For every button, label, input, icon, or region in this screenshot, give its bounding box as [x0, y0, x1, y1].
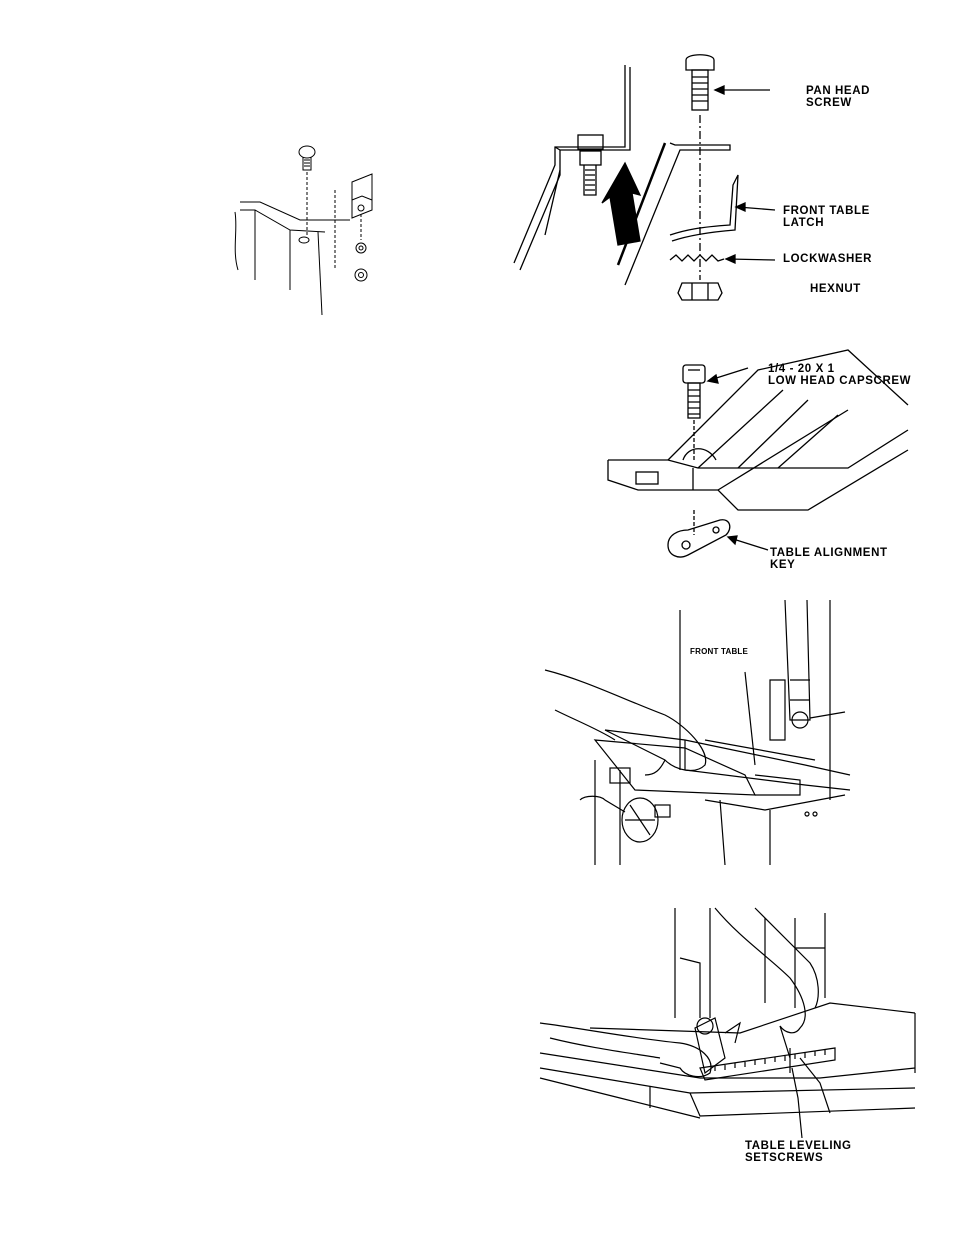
bracket-assembly-drawing: [230, 140, 390, 320]
table-leveling-drawing: [540, 908, 915, 1168]
table-alignment-key-label: TABLE ALIGNMENT KEY: [770, 547, 888, 571]
pan-head-screw-label: PAN HEAD SCREW: [806, 85, 870, 109]
table-leveling-figure: TABLE LEVELING SETSCREWS: [540, 908, 915, 1168]
table-leveling-setscrews-label: TABLE LEVELING SETSCREWS: [745, 1140, 852, 1164]
table-alignment-figure: 1/4 - 20 X 1 LOW HEAD CAPSCREW TABLE ALI…: [608, 350, 918, 570]
capscrew-label: 1/4 - 20 X 1 LOW HEAD CAPSCREW: [768, 363, 911, 387]
front-table-label: FRONT TABLE: [690, 646, 748, 658]
lockwasher-label: LOCKWASHER: [783, 253, 872, 265]
hexnut-label: HEXNUT: [810, 283, 861, 295]
front-table-latch-figure: PAN HEAD SCREW FRONT TABLE LATCH LOCKWAS…: [500, 55, 900, 300]
bracket-assembly-figure: [230, 140, 390, 320]
front-table-drawing: [545, 600, 855, 865]
front-table-install-figure: FRONT TABLE: [545, 600, 855, 865]
front-table-latch-label: FRONT TABLE LATCH: [783, 205, 870, 229]
